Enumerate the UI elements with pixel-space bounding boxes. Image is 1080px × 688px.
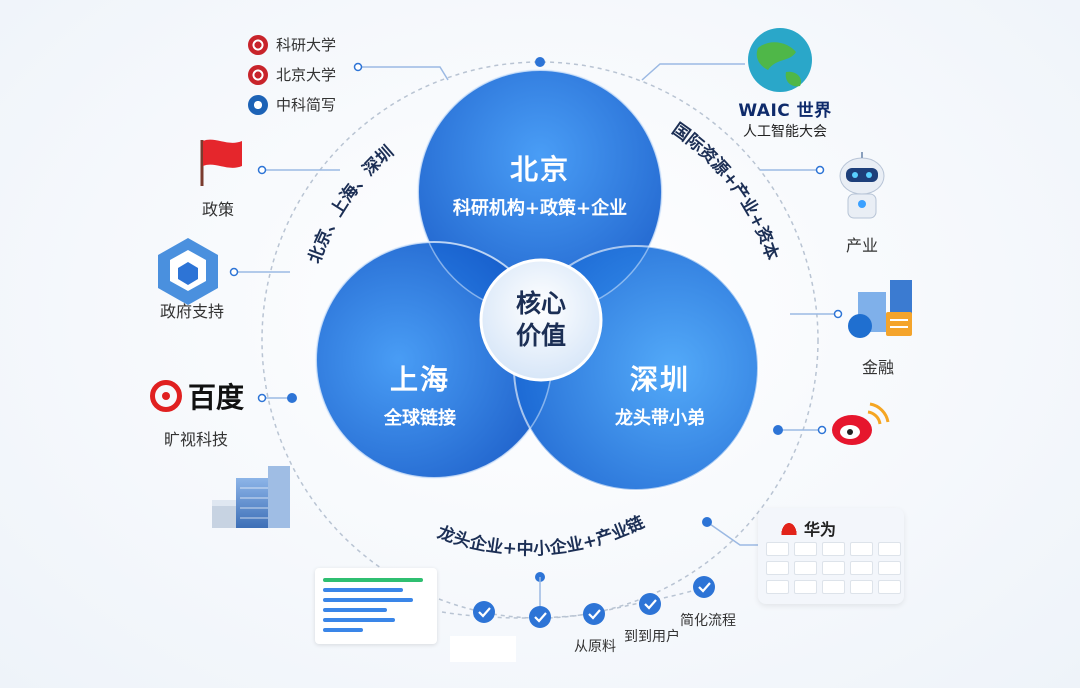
arc-left-text: 北京、上海、深圳 (305, 142, 398, 266)
university-name: 科研大学 (276, 36, 337, 54)
huawei-partner-panel: 华为 (758, 508, 904, 604)
step-label: 简化流程 (680, 613, 736, 629)
check-icon (693, 576, 715, 598)
check-icon (473, 601, 495, 623)
partner-logo (850, 561, 873, 575)
shenzhen-block: 深圳 龙头带小弟 (590, 358, 730, 430)
gov-support-label: 政府支持 (160, 302, 225, 321)
shanghai-subtitle: 全球链接 (384, 408, 456, 429)
waic-logo-text: WAIC 世界 (738, 101, 832, 121)
beijing-subtitle: 科研机构+政策+企业 (452, 198, 628, 219)
partner-logo (794, 542, 817, 556)
core-value: 核心 价值 (491, 288, 591, 352)
dashboard-thumbnail (315, 568, 437, 644)
shanghai-block: 上海 全球链接 (350, 358, 490, 430)
check-icon (639, 593, 661, 615)
step-label: 到到用户 (624, 629, 680, 645)
baidu-logo-text: 百度 (188, 381, 245, 414)
baidu-caption: 旷视科技 (164, 430, 229, 449)
shenzhen-title: 深圳 (629, 363, 690, 396)
partner-logo (878, 542, 901, 556)
partner-logo (766, 542, 789, 556)
huawei-logo-text: 华为 (804, 520, 837, 539)
industry-label: 产业 (846, 236, 879, 255)
waic-logo: WAIC 世界 人工智能大会 (735, 96, 835, 141)
robot-icon (839, 152, 885, 219)
outer-ring (261, 61, 819, 619)
university-item: 北京大学 (248, 64, 336, 85)
university-name: 中科简写 (276, 96, 337, 114)
partner-logo (850, 580, 873, 594)
core-line2: 价值 (515, 321, 566, 350)
check-steps (473, 576, 715, 628)
university-name: 北京大学 (276, 66, 337, 84)
core-line1: 核心 (515, 289, 566, 318)
university-seal-icon (248, 34, 268, 55)
partner-logo (878, 580, 901, 594)
finance-label: 金融 (862, 358, 895, 377)
huawei-logo: 华为 (780, 516, 836, 540)
shanghai-title: 上海 (389, 363, 450, 396)
beijing-title: 北京 (509, 153, 570, 186)
waic-caption: 人工智能大会 (743, 124, 827, 140)
partner-logo (822, 542, 845, 556)
university-item: 中科简写 (248, 94, 336, 115)
beijing-block: 北京 科研机构+政策+企业 (440, 148, 640, 220)
step-label: 从原料 (574, 639, 616, 655)
university-item: 科研大学 (248, 34, 336, 55)
partner-logo (850, 542, 873, 556)
weibo-icon (832, 402, 890, 445)
check-icon (583, 603, 605, 625)
baidu-paw-icon (150, 380, 182, 412)
shenzhen-subtitle: 龙头带小弟 (615, 408, 705, 429)
huawei-petal-icon (780, 521, 798, 535)
university-seal-icon (248, 64, 268, 85)
partner-logo (766, 580, 789, 594)
check-icon (529, 606, 551, 628)
buildings-icon (212, 466, 290, 528)
academy-seal-icon (248, 94, 268, 115)
partner-logo (822, 580, 845, 594)
arc-right-text: 国际资源+产业+资本 (668, 120, 783, 263)
policy-label: 政策 (202, 200, 235, 219)
baidu-logo: 百度 (150, 376, 244, 416)
flag-icon (200, 139, 242, 186)
blank-card (450, 636, 516, 662)
partner-logo (794, 561, 817, 575)
partner-logo (794, 580, 817, 594)
partner-logo (766, 561, 789, 575)
arc-bottom-text: 龙头企业+中小企业+产业链 (434, 511, 649, 559)
cube-icon (158, 238, 218, 305)
globe-icon (748, 28, 812, 92)
partner-logo-grid (766, 542, 901, 594)
finance-building-icon (848, 280, 912, 338)
partner-logo (822, 561, 845, 575)
center-core (479, 258, 603, 382)
partner-logo (878, 561, 901, 575)
